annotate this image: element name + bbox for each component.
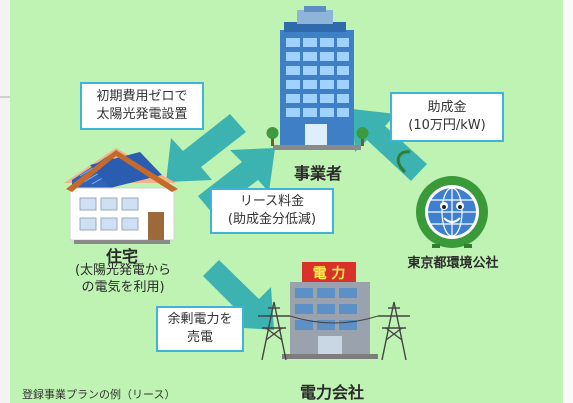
house-sub-line-2: の電気を利用) bbox=[81, 280, 165, 295]
agency-label: 東京都環境公社 bbox=[407, 256, 499, 271]
lease-box: リース料金 (助成金分低減) bbox=[210, 188, 334, 234]
surplus-box: 余剰電力を 売電 bbox=[156, 306, 244, 352]
house-sub-line-1: (太陽光発電から bbox=[74, 263, 172, 278]
house-icon bbox=[64, 148, 178, 244]
lease-line-2: (助成金分低減) bbox=[227, 212, 317, 227]
business-label: 事業者 bbox=[293, 164, 342, 183]
subsidy-box: 助成金 (10万円/kW) bbox=[390, 92, 504, 142]
power-company-icon bbox=[282, 262, 378, 359]
house-label: 住宅 bbox=[105, 247, 138, 266]
left-margin bbox=[0, 0, 10, 403]
arrow-house-to-utility bbox=[203, 260, 274, 330]
mascot-globe-icon bbox=[396, 150, 488, 248]
subsidy-line-1: 助成金 bbox=[427, 100, 467, 115]
scheme-line-1: 初期費用ゼロで bbox=[96, 89, 188, 104]
footnote: 登録事業プランの例（リース） bbox=[22, 388, 176, 401]
transmission-tower-icon bbox=[258, 301, 410, 361]
surplus-line-2: 売電 bbox=[186, 330, 213, 345]
scheme-line-2: 太陽光発電設置 bbox=[96, 107, 188, 122]
margin-tick bbox=[0, 96, 10, 98]
office-building-icon bbox=[266, 6, 369, 150]
arrow-business-to-house bbox=[166, 114, 246, 182]
right-margin bbox=[563, 0, 573, 403]
utility-sign: 電 力 bbox=[312, 266, 346, 282]
arrow-agency-to-business bbox=[352, 109, 427, 181]
subsidy-line-2: (10万円/kW) bbox=[408, 118, 486, 133]
lease-line-1: リース料金 bbox=[239, 194, 305, 209]
utility-label: 電力会社 bbox=[299, 383, 364, 402]
scheme-box: 初期費用ゼロで 太陽光発電設置 bbox=[80, 82, 204, 130]
surplus-line-1: 余剰電力を bbox=[167, 312, 233, 327]
